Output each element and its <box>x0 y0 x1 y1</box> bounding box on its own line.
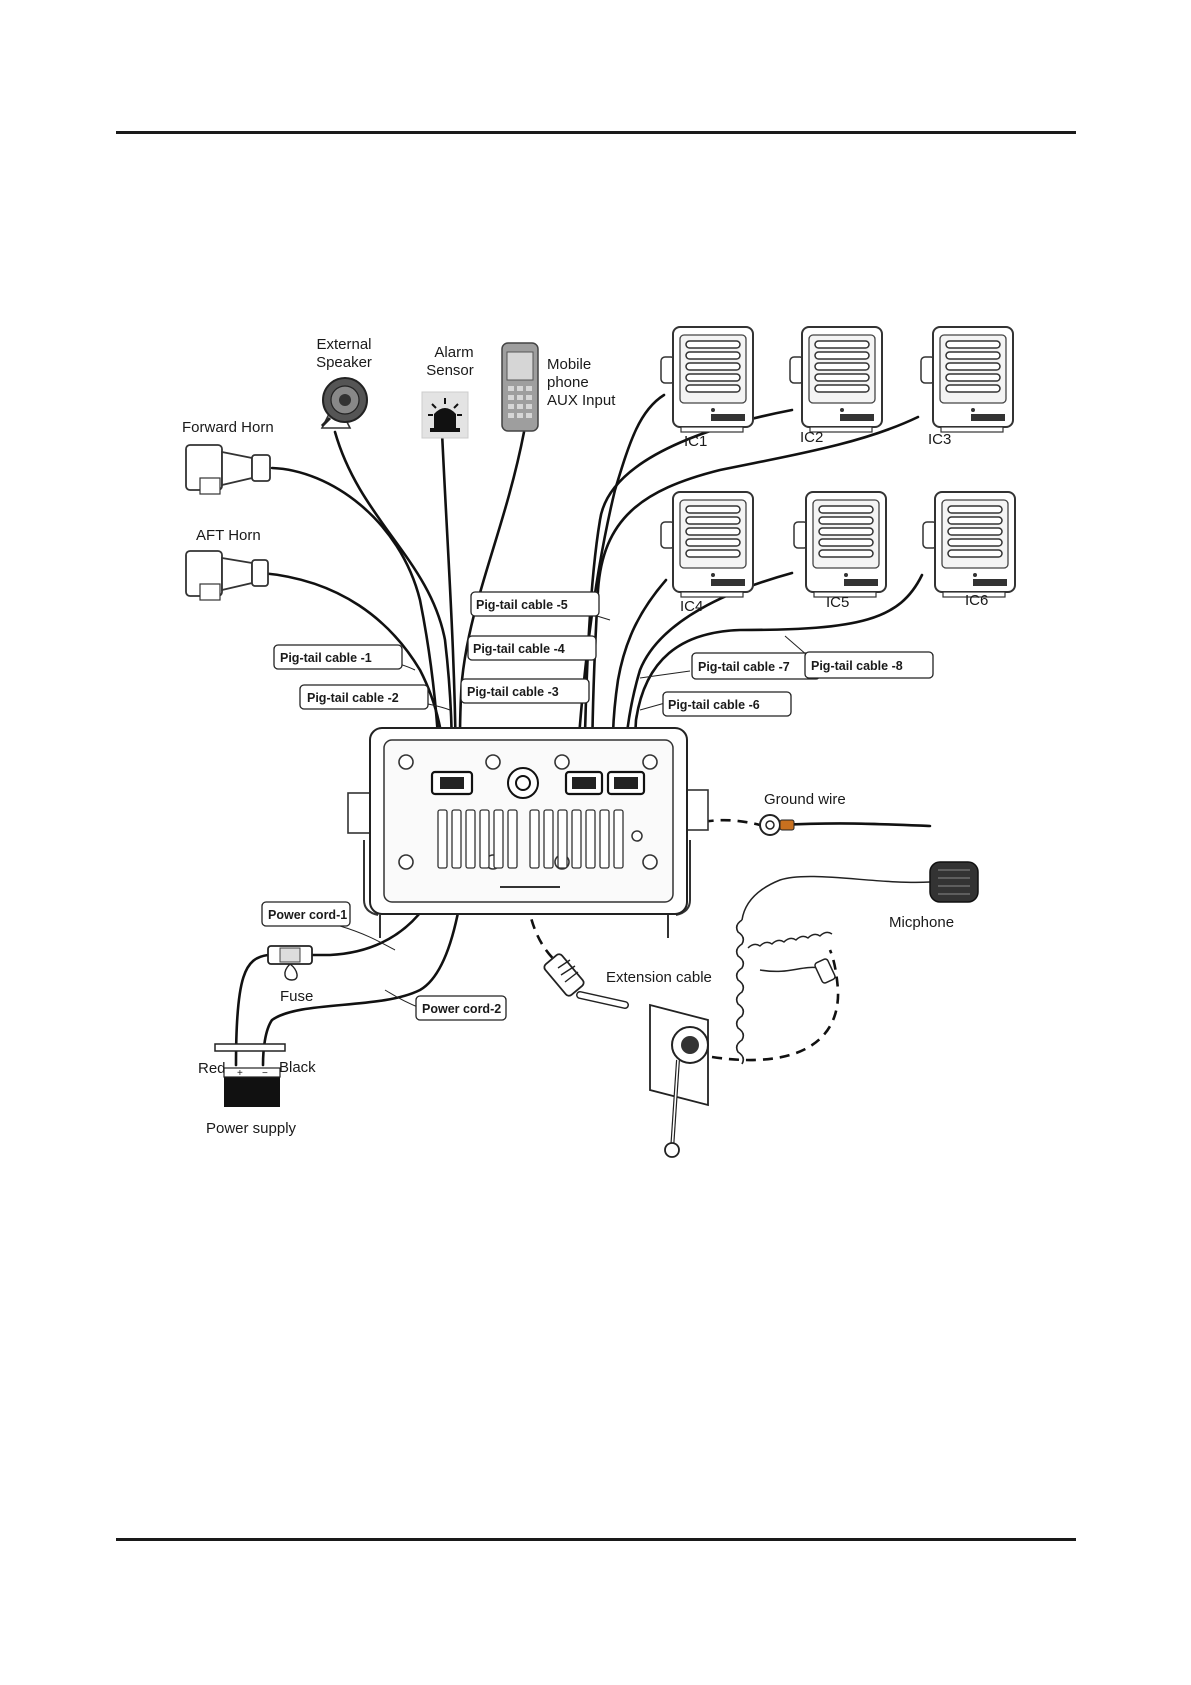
ic5-unit <box>793 491 887 598</box>
mobile-phone-label-line-3: AUX Input <box>547 392 616 409</box>
mobile-phone-label-line-1: Mobile <box>547 356 591 373</box>
power-cord-2-tag: Power cord-2 <box>422 1002 501 1016</box>
extension-cable-label: Extension cable <box>606 969 712 986</box>
header-rule <box>116 131 1076 134</box>
terminal-plus: + <box>237 1068 243 1079</box>
alarm-sensor <box>421 391 469 439</box>
pig-tail-cable-2-tag: Pig-tail cable -2 <box>307 691 399 705</box>
red-label: Red <box>198 1060 226 1077</box>
footer-rule <box>116 1538 1076 1541</box>
ic4-label: IC4 <box>680 598 703 615</box>
pig-tail-cable-4-tag: Pig-tail cable -4 <box>473 642 565 656</box>
pig-tail-cable-7-tag: Pig-tail cable -7 <box>698 660 790 674</box>
power-supply-label: Power supply <box>206 1120 297 1137</box>
extension-cable <box>543 953 709 1158</box>
main-unit <box>347 727 709 938</box>
external-speaker <box>320 377 368 429</box>
ic3-label: IC3 <box>928 431 951 448</box>
ic1-label: IC1 <box>684 433 707 450</box>
pig-tail-cable-3-tag: Pig-tail cable -3 <box>467 685 559 699</box>
ic4-unit <box>660 491 754 598</box>
terminal-minus: − <box>262 1068 268 1079</box>
external-speaker-label-line-2: Speaker <box>316 354 372 371</box>
aft-horn-label: AFT Horn <box>196 527 261 544</box>
ic2-unit <box>789 326 883 433</box>
ic6-unit <box>922 491 1016 598</box>
ic6-label: IC6 <box>965 592 988 609</box>
ic1-unit <box>660 326 754 433</box>
aft-horn <box>185 550 269 601</box>
pig-tail-cable-5-tag: Pig-tail cable -5 <box>476 598 568 612</box>
pig-tail-cable-8-tag: Pig-tail cable -8 <box>811 659 903 673</box>
external-speaker-label-line-1: External <box>316 336 371 353</box>
black-label: Black <box>279 1059 316 1076</box>
ground-terminal <box>759 814 795 836</box>
fuse <box>267 945 313 981</box>
pig-tail-cable-1-tag: Pig-tail cable -1 <box>280 651 372 665</box>
micphone-label: Micphone <box>889 914 954 931</box>
forward-horn-label: Forward Horn <box>182 419 274 436</box>
mobile-phone-label-line-2: phone <box>547 374 589 391</box>
ic2-label: IC2 <box>800 429 823 446</box>
fuse-label: Fuse <box>280 988 313 1005</box>
microphone <box>735 861 979 1065</box>
ic3-unit <box>920 326 1014 433</box>
callouts: Pig-tail cable -1 Pig-tail cable -2 Pig-… <box>261 591 934 1021</box>
forward-horn <box>185 444 271 495</box>
mobile-phone <box>501 342 539 432</box>
ground-wire-label: Ground wire <box>764 791 846 808</box>
ic5-label: IC5 <box>826 594 849 611</box>
alarm-sensor-label-line-1: Alarm <box>434 344 473 361</box>
power-cord-1-tag: Power cord-1 <box>268 908 347 922</box>
power-supply <box>214 1043 286 1107</box>
alarm-sensor-label-line-2: Sensor <box>426 362 474 379</box>
pig-tail-cable-6-tag: Pig-tail cable -6 <box>668 698 760 712</box>
